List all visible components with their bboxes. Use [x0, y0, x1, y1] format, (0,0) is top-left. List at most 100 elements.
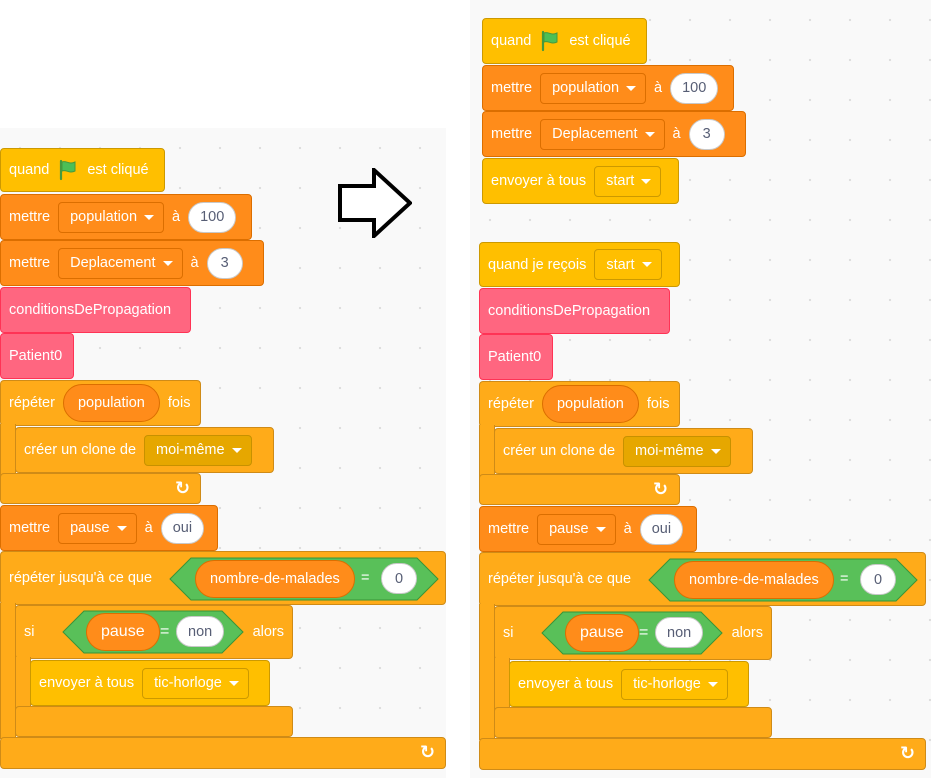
population-reporter[interactable]: population — [62, 384, 160, 422]
set-population-block[interactable]: mettre population à 100 — [0, 194, 252, 240]
variable-name: population — [552, 80, 620, 96]
message-dropdown[interactable]: tic-horloge — [142, 667, 249, 699]
patient0-block[interactable]: Patient0 — [479, 334, 553, 380]
loop-arrow-icon: ↻ — [900, 743, 916, 763]
broadcast-label: envoyer à tous — [39, 675, 135, 691]
dropdown-caret-icon — [641, 178, 652, 184]
equals-operator[interactable]: pause = non — [541, 611, 723, 655]
set-label: mettre — [488, 521, 530, 537]
message-name: tic-horloge — [633, 676, 701, 692]
set-deplacement-block[interactable]: mettre Deplacement à 3 — [0, 240, 264, 286]
value-input[interactable]: non — [655, 617, 704, 648]
population-reporter[interactable]: population — [541, 385, 639, 423]
conditions-de-propagation-block[interactable]: conditionsDePropagation — [479, 288, 670, 334]
patient0-block[interactable]: Patient0 — [0, 333, 74, 379]
repeat-block[interactable]: répéter population fois — [0, 380, 201, 426]
message-dropdown[interactable]: start — [594, 165, 662, 197]
create-clone-block[interactable]: créer un clone de moi-même — [494, 428, 753, 474]
create-clone-label: créer un clone de — [503, 443, 616, 459]
then-label: alors — [731, 625, 763, 641]
repeat-until-bottom-bar — [479, 738, 926, 770]
equals-operator[interactable]: pause = non — [62, 610, 244, 654]
when-flag-clicked-block[interactable]: quand est cliqué — [482, 0, 647, 64]
variable-name: pause — [549, 521, 589, 537]
broadcast-block[interactable]: envoyer à tous start — [482, 158, 679, 204]
custom-block-label: conditionsDePropagation — [488, 303, 651, 319]
message-dropdown[interactable]: tic-horloge — [621, 668, 728, 700]
custom-block-label: conditionsDePropagation — [9, 302, 172, 318]
set-label: mettre — [491, 126, 533, 142]
variable-dropdown[interactable]: Deplacement — [58, 247, 183, 279]
if-bottom-bar — [494, 707, 772, 738]
nombre-de-malades-reporter[interactable]: nombre-de-malades — [674, 561, 834, 599]
message-name: start — [606, 256, 635, 273]
variable-dropdown[interactable]: population — [540, 72, 647, 104]
conditions-de-propagation-block[interactable]: conditionsDePropagation — [0, 287, 191, 333]
pause-reporter[interactable]: pause — [86, 613, 160, 651]
loop-arrow-icon: ↻ — [175, 478, 191, 498]
repeat-until-label: répéter jusqu'à ce que — [488, 571, 632, 587]
dropdown-caret-icon — [644, 131, 655, 137]
set-population-block[interactable]: mettre population à 100 — [482, 65, 734, 111]
dropdown-caret-icon — [231, 447, 242, 453]
variable-dropdown[interactable]: population — [58, 201, 165, 233]
repeat-until-bottom-bar — [0, 737, 446, 769]
variable-dropdown[interactable]: pause — [58, 512, 137, 544]
variable-name: pause — [70, 520, 110, 536]
green-flag-icon — [542, 30, 558, 52]
clone-target-dropdown[interactable]: moi-même — [623, 435, 731, 467]
green-flag-icon — [60, 159, 76, 181]
value-input[interactable]: 3 — [206, 247, 243, 279]
broadcast-block[interactable]: envoyer à tous tic-horloge — [509, 661, 749, 707]
equals-sign: = — [361, 570, 370, 586]
when-i-receive-block[interactable]: quand je reçois start — [479, 223, 680, 287]
broadcast-label: envoyer à tous — [491, 173, 587, 189]
message-name: start — [606, 173, 635, 189]
variable-name: population — [70, 209, 138, 225]
dropdown-caret-icon — [710, 448, 721, 454]
value-input[interactable]: non — [176, 616, 225, 647]
repeat-block[interactable]: répéter population fois — [479, 381, 680, 427]
pause-reporter[interactable]: pause — [565, 614, 639, 652]
value-input[interactable]: 100 — [188, 201, 237, 233]
when-flag-clicked-block[interactable]: quand est cliqué — [0, 129, 165, 192]
set-pause-block[interactable]: mettre pause à oui — [479, 506, 697, 552]
create-clone-label: créer un clone de — [24, 442, 137, 458]
message-name: tic-horloge — [154, 675, 222, 691]
variable-dropdown[interactable]: pause — [537, 513, 616, 545]
loop-arrow-icon: ↻ — [420, 742, 436, 762]
value-input[interactable]: oui — [160, 512, 205, 544]
variable-name: Deplacement — [552, 126, 638, 142]
dropdown-caret-icon — [228, 680, 239, 686]
to-label: à — [190, 255, 199, 271]
hat-when-label: quand — [9, 162, 50, 178]
repeat-until-block[interactable]: répéter jusqu'à ce que nombre-de-malades… — [479, 552, 926, 606]
value-input[interactable]: 3 — [688, 118, 725, 150]
set-pause-block[interactable]: mettre pause à oui — [0, 505, 218, 551]
set-label: mettre — [9, 255, 51, 271]
clone-target-dropdown[interactable]: moi-même — [144, 434, 252, 466]
equals-operator[interactable]: nombre-de-malades = 0 — [648, 558, 918, 602]
value-input[interactable]: 100 — [670, 72, 719, 104]
dropdown-caret-icon — [641, 262, 652, 267]
repeat-until-arm — [0, 603, 16, 739]
value-input[interactable]: 0 — [381, 563, 417, 594]
if-label: si — [503, 625, 514, 641]
equals-operator[interactable]: nombre-de-malades = 0 — [169, 557, 439, 601]
nombre-de-malades-reporter[interactable]: nombre-de-malades — [195, 560, 355, 598]
loop-arrow-icon: ↻ — [653, 479, 669, 499]
create-clone-block[interactable]: créer un clone de moi-même — [15, 427, 274, 473]
repeat-label: répéter — [9, 395, 55, 411]
equals-sign: = — [840, 571, 849, 587]
value-input[interactable]: 0 — [860, 564, 896, 595]
to-label: à — [144, 520, 153, 536]
dropdown-caret-icon — [595, 526, 606, 532]
broadcast-block[interactable]: envoyer à tous tic-horloge — [30, 660, 270, 706]
repeat-until-block[interactable]: répéter jusqu'à ce que nombre-de-malades… — [0, 551, 446, 605]
variable-dropdown[interactable]: Deplacement — [540, 118, 665, 150]
value-input[interactable]: oui — [639, 513, 684, 545]
set-deplacement-block[interactable]: mettre Deplacement à 3 — [482, 111, 746, 157]
message-dropdown[interactable]: start — [594, 249, 662, 280]
equals-sign: = — [639, 624, 649, 641]
dropdown-caret-icon — [707, 681, 718, 687]
